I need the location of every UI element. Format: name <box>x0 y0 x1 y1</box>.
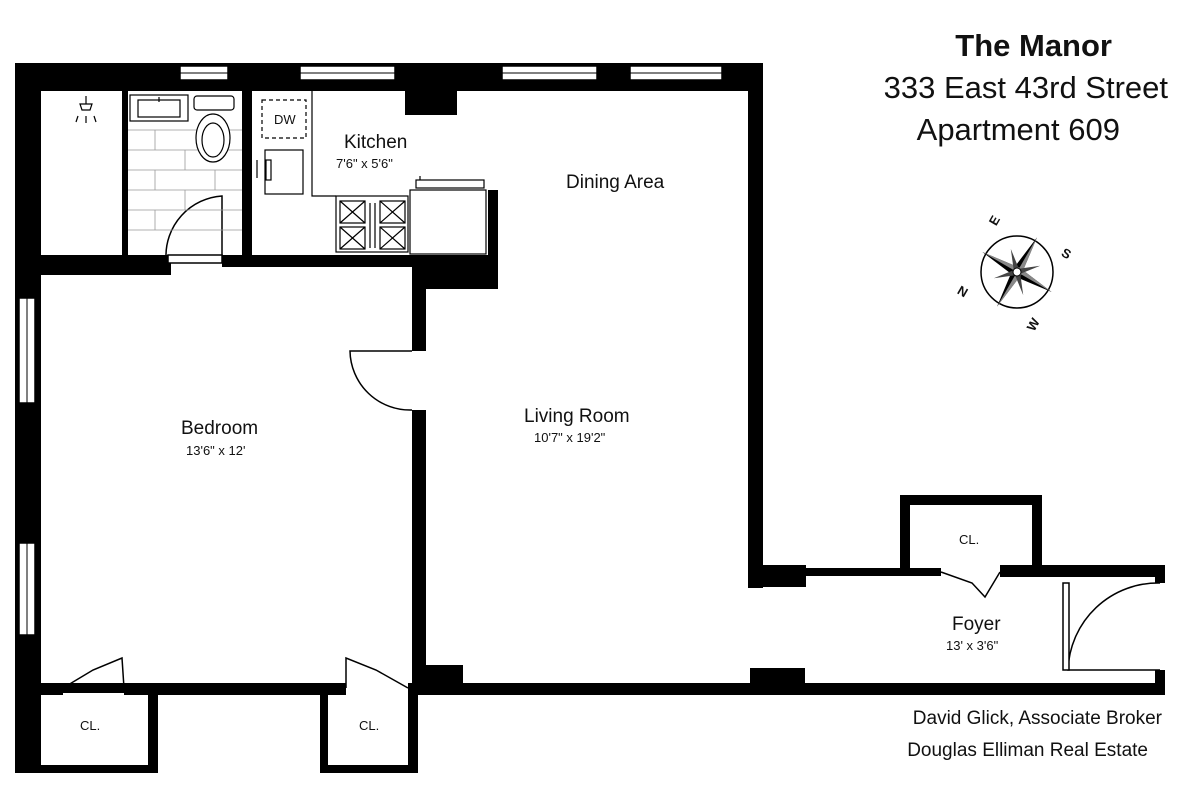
bathroom-fixtures <box>75 94 242 231</box>
bedroom-dimensions: 13'6" x 12' <box>186 443 246 458</box>
doors <box>62 195 1161 689</box>
apartment-number: Apartment 609 <box>916 112 1120 147</box>
interior-walls <box>15 91 498 773</box>
living-room-name: Living Room <box>524 406 630 427</box>
bedroom-name: Bedroom <box>181 418 259 439</box>
foyer-closet-label: CL. <box>959 532 980 547</box>
living-room-dimensions: 10'7" x 19'2" <box>534 430 606 445</box>
street-address: 333 East 43rd Street <box>883 70 1168 105</box>
kitchen-fixtures <box>256 91 487 255</box>
dining-area-name: Dining Area <box>566 172 665 193</box>
foyer-name: Foyer <box>952 614 1001 635</box>
bedroom-closet-right-label: CL. <box>359 718 380 733</box>
kitchen-name: Kitchen <box>344 132 408 153</box>
kitchen-dimensions: 7'6" x 5'6" <box>336 156 393 171</box>
foyer-closet-walls <box>900 495 1042 570</box>
bedroom-closet-left-label: CL. <box>80 718 101 733</box>
firm-credit: Douglas Elliman Real Estate <box>907 740 1148 761</box>
compass-icon <box>980 235 1054 309</box>
building-name: The Manor <box>955 28 1112 63</box>
window-mullions <box>26 72 722 635</box>
foyer-dimensions: 13' x 3'6" <box>946 638 999 653</box>
dishwasher-label: DW <box>274 112 296 127</box>
broker-credit: David Glick, Associate Broker <box>912 708 1162 729</box>
